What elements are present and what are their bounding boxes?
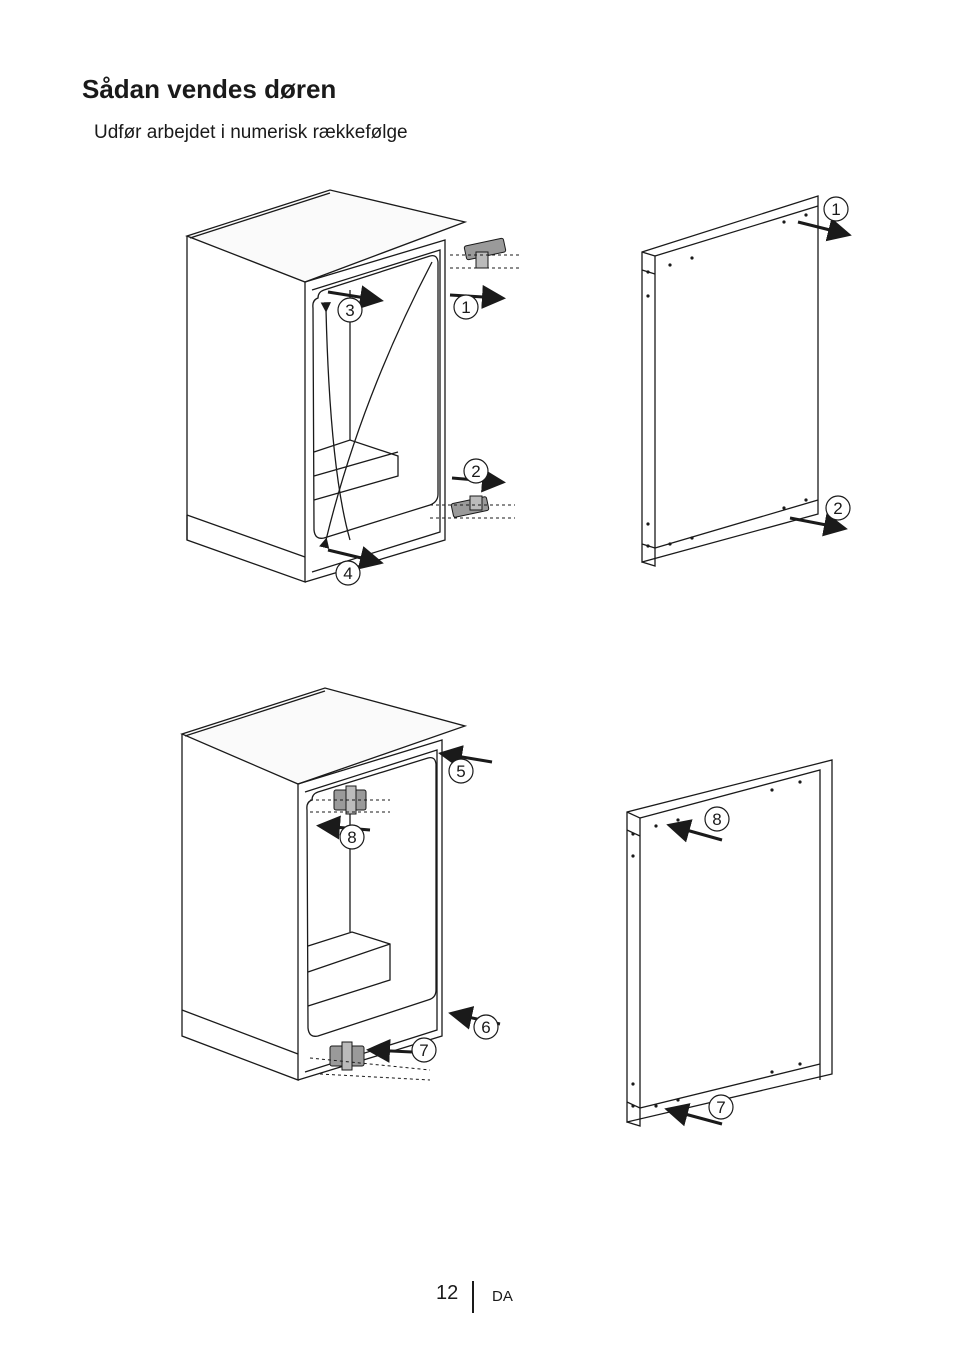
figure-door-2 [626, 759, 833, 1127]
step-6-label: 6 [481, 1018, 490, 1037]
step-markers-fig3: 5 6 7 8 [339, 758, 499, 1063]
step-2-label: 2 [471, 462, 480, 481]
step-3-label: 3 [345, 301, 354, 320]
hinge-top-1 [450, 237, 520, 269]
arrows-fig4 [664, 819, 723, 1127]
page-title: Sådan vendes døren [82, 74, 337, 104]
step-7-label: 7 [716, 1098, 725, 1117]
step-markers-fig1: 1 2 3 4 [335, 294, 489, 586]
step-5-label: 5 [456, 762, 465, 781]
step-1-label: 1 [461, 298, 470, 317]
figure-cabinet-top [185, 189, 468, 583]
arrows-fig2 [789, 217, 852, 537]
figure-door-1 [641, 195, 819, 567]
step-1-label: 1 [831, 200, 840, 219]
instruction-text: Udfør arbejdet i numerisk rækkefølge [94, 122, 408, 143]
step-markers-fig2: 1 2 [823, 196, 851, 521]
step-8-label: 8 [712, 810, 721, 829]
hinge-bottom-7 [309, 1041, 431, 1081]
language-code: DA [492, 1288, 513, 1305]
page-number: 12 [436, 1282, 459, 1304]
figure-cabinet-bottom [180, 687, 468, 1081]
hinge-bottom-2 [430, 495, 515, 519]
step-markers-fig4: 8 7 [704, 806, 734, 1120]
footer-divider [472, 1281, 474, 1313]
step-2-label: 2 [833, 499, 842, 518]
hinge-top-8 [310, 785, 390, 815]
step-4-label: 4 [343, 564, 352, 583]
step-8-label: 8 [347, 828, 356, 847]
step-7-label: 7 [419, 1041, 428, 1060]
